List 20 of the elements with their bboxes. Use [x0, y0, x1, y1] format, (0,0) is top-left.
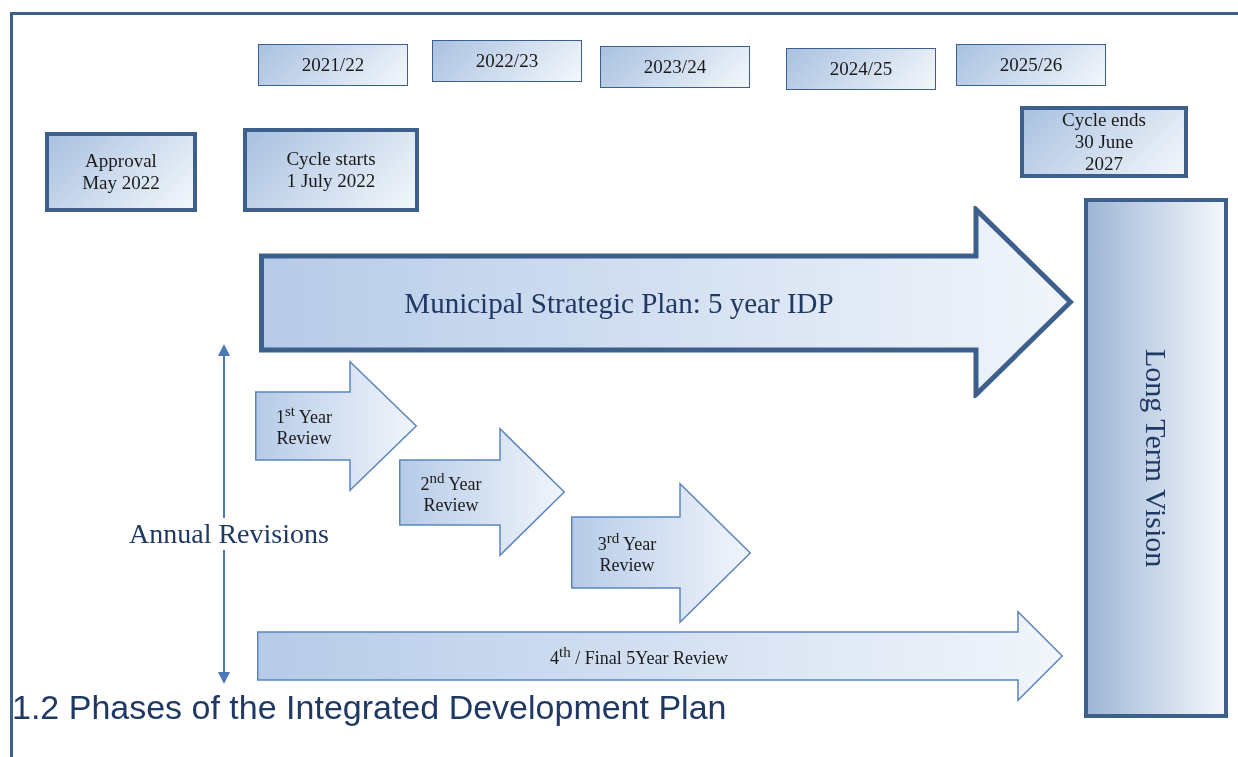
arrow-label: 3$^{rd}$ Year Review: [596, 529, 658, 576]
phase-banner: [570, 482, 752, 624]
phase-banner: [398, 427, 566, 557]
arrow-label: 1$^{st}$ Year Review: [275, 403, 333, 449]
vision-box: Long Term Vision: [1084, 198, 1228, 718]
date-box: Approval May 2022: [45, 132, 197, 212]
date-box: 2025/26: [956, 44, 1106, 86]
arrow-label: 4$^{th}$ / Final 5Year Review: [550, 643, 728, 669]
date-box: 2023/24: [600, 46, 750, 88]
phase-banner: [258, 206, 1074, 398]
date-box: 2022/23: [432, 40, 582, 82]
date-box: 2021/22: [258, 44, 408, 86]
date-box: Cycle ends 30 June 2027: [1020, 106, 1188, 178]
axis-label: Annual Revisions: [127, 518, 331, 550]
arrow-label: Municipal Strategic Plan: 5 year IDP: [404, 286, 834, 320]
date-box: Cycle starts 1 July 2022: [243, 128, 419, 212]
date-box: 2024/25: [786, 48, 936, 90]
arrow-label: 2$^{nd}$ Year Review: [419, 469, 483, 516]
caption: 1.2 Phases of the Integrated Development Plan: [12, 688, 727, 727]
phase-banner: [254, 360, 418, 492]
